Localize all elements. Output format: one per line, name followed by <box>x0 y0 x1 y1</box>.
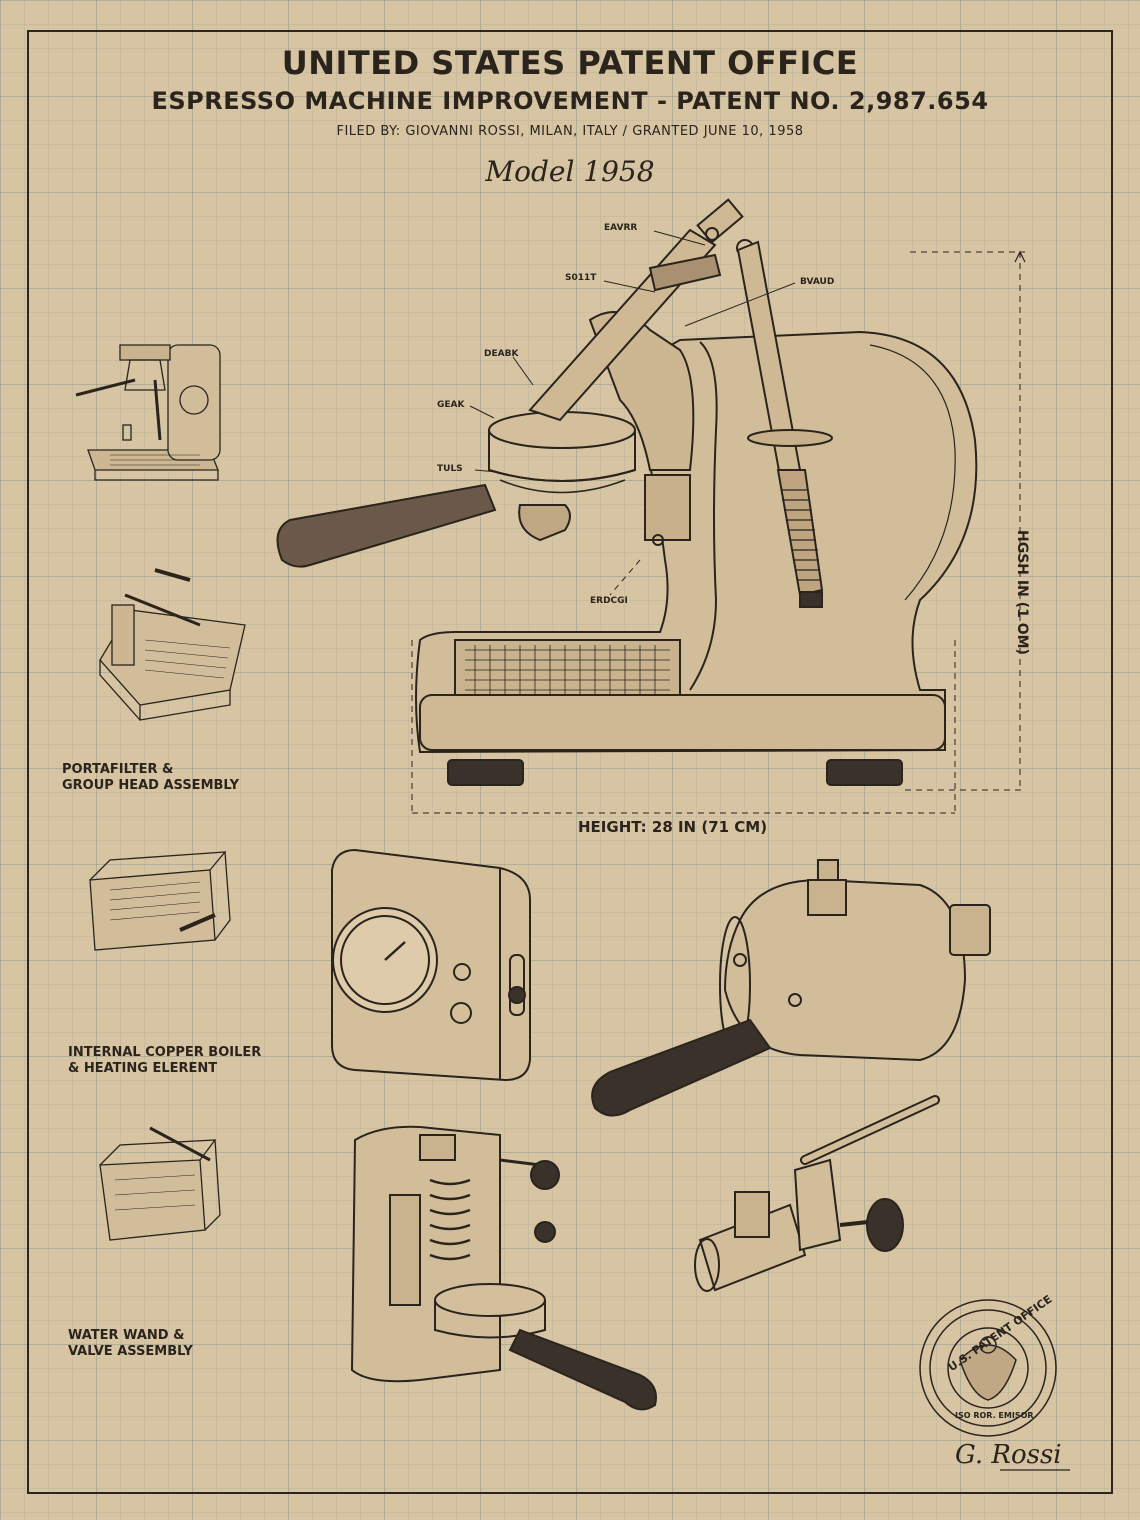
label-bvaud: BVAUD <box>800 277 834 287</box>
vertical-dimension: HGSH IN (1 OM) <box>1014 530 1030 655</box>
label-geak: GEAK <box>437 400 466 410</box>
signature: G. Rossi <box>955 1440 1062 1470</box>
valve-drawing <box>694 1095 940 1292</box>
label-s011t: S011T <box>565 273 597 283</box>
small-machine-drawing <box>75 344 221 481</box>
label-deabk: DEABK <box>484 349 519 359</box>
caption-boiler-line1: INTERNAL COPPER BOILER <box>68 1045 262 1060</box>
gauge-box-drawing <box>331 848 531 1082</box>
caption-boiler: INTERNAL COPPER BOILER & HEATING ELERENT <box>68 1045 261 1077</box>
caption-wand-line1: WATER WAND & <box>68 1328 185 1343</box>
seal-bottom-text: ISO ROR. EMISOR <box>955 1411 1034 1420</box>
label-erdcgi: ERDCGI <box>590 596 628 606</box>
caption-boiler-line2: & HEATING ELERENT <box>68 1061 218 1076</box>
caption-wand: WATER WAND & VALVE ASSEMBLY <box>68 1328 193 1360</box>
caption-wand-line2: VALVE ASSEMBLY <box>68 1344 193 1359</box>
boiler-drawing <box>591 859 991 1117</box>
caption-portafilter-line1: PORTAFILTER & <box>62 762 174 777</box>
caption-portafilter-line2: GROUP HEAD ASSEMBLY <box>62 778 240 793</box>
small-wand-drawing <box>99 1126 221 1241</box>
filing-info: FILED BY: GIOVANNI ROSSI, MILAN, ITALY /… <box>336 124 804 139</box>
caption-portafilter: PORTAFILTER & GROUP HEAD ASSEMBLY <box>62 762 239 794</box>
main-machine-drawing: EAVRR S011T BVAUD DEABK GEAK TULS ERDCGI <box>276 198 1026 815</box>
height-dimension: HEIGHT: 28 IN (71 CM) <box>578 818 768 836</box>
patent-seal <box>919 1299 1057 1437</box>
label-tuls: TULS <box>437 464 463 474</box>
office-heading: UNITED STATES PATENT OFFICE <box>281 44 859 82</box>
model-label: Model 1958 <box>485 155 655 188</box>
small-basket-drawing <box>89 851 231 951</box>
small-tray-drawing <box>99 568 246 721</box>
patent-title: ESPRESSO MACHINE IMPROVEMENT - PATENT NO… <box>151 87 989 115</box>
page-border <box>27 30 1113 1494</box>
cutaway-drawing <box>350 1125 657 1411</box>
label-eavrr: EAVRR <box>604 223 637 233</box>
